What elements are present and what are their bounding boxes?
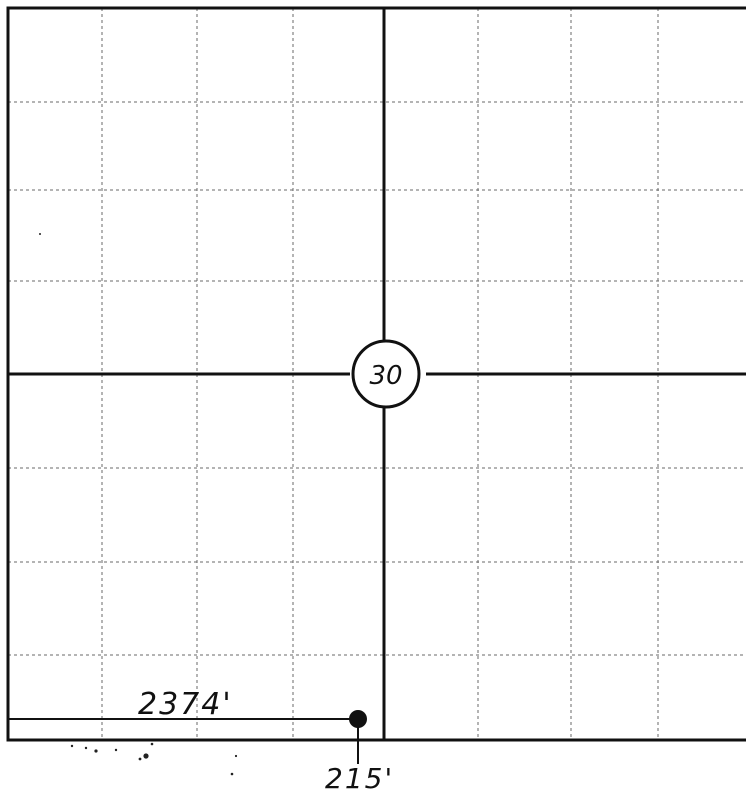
horizontal-distance-label: 2374': [138, 687, 233, 722]
speck: [138, 757, 142, 761]
speck: [114, 748, 118, 752]
speck: [70, 744, 74, 748]
speck: [84, 746, 88, 750]
speck: [39, 233, 41, 235]
well-location-point: [349, 710, 367, 728]
vertical-distance-label: 215': [325, 762, 394, 793]
section-number: 30: [369, 361, 402, 391]
speck: [230, 772, 234, 776]
speck: [150, 742, 154, 746]
speck: [94, 749, 98, 753]
section-number-circle: [351, 339, 421, 409]
scan-specks: [39, 233, 238, 776]
speck: [234, 754, 238, 758]
quarter-lines: [8, 8, 746, 740]
speck: [143, 753, 149, 759]
